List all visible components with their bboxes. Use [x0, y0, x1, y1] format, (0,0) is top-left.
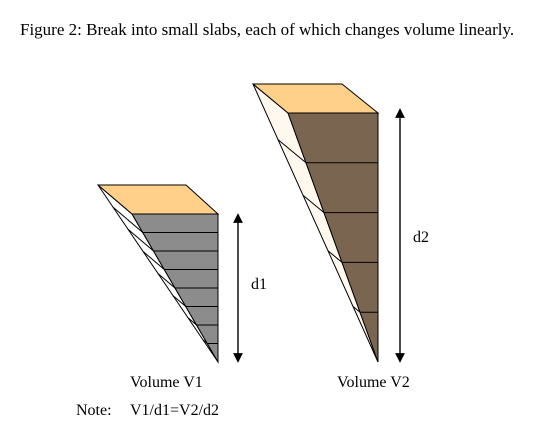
right-wedge-front-face	[287, 112, 379, 363]
slab-side-line	[142, 251, 165, 270]
left-wedge	[96, 184, 220, 364]
slab-side-line	[157, 273, 176, 289]
note-label: Note:	[76, 402, 112, 419]
slab-side-line	[202, 339, 208, 344]
slab-side-line	[127, 228, 154, 252]
left-wedge-top-face	[96, 184, 220, 215]
slab-side-line	[352, 306, 361, 313]
d1-label: d1	[251, 276, 267, 293]
right-wedge	[251, 83, 380, 363]
figure-caption: Figure 2: Break into small slabs, each o…	[20, 20, 515, 39]
d2-label: d2	[413, 229, 429, 246]
left-wedge-slab-lines	[112, 206, 218, 344]
slab-side-line	[277, 139, 307, 164]
volume-v2-label: Volume V2	[337, 374, 410, 391]
right-wedge-top-face	[251, 83, 380, 114]
slab-side-line	[112, 206, 144, 233]
slab-side-line	[327, 250, 343, 263]
right-wedge-slab-lines	[277, 139, 378, 313]
volume-v1-label: Volume V1	[130, 374, 203, 391]
slab-side-line	[187, 317, 197, 326]
slab-side-line	[302, 194, 325, 213]
note-relation: V1/d1=V2/d2	[130, 402, 220, 419]
slab-side-line	[172, 295, 187, 307]
